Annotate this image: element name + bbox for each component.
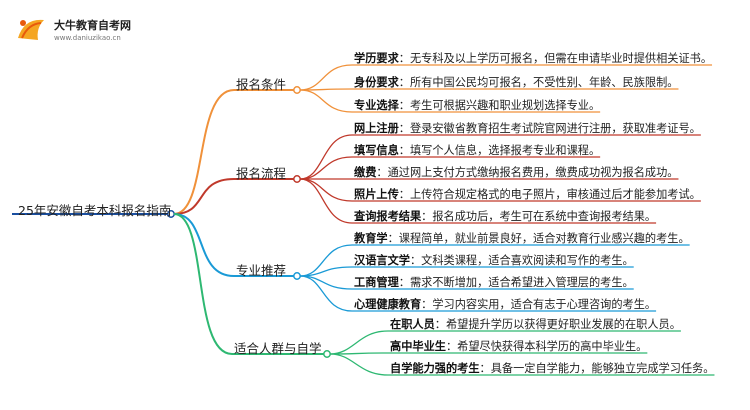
branch-label: 适合人群与自学	[234, 341, 322, 356]
leaf-item: 高中毕业生：希望尽快获得本科学历的高中毕业生。	[390, 338, 647, 354]
leaf-text: ：希望尽快获得本科学历的高中毕业生。	[445, 340, 648, 353]
leaf-item: 自学能力强的考生：具备一定自学能力，能够独立完成学习任务。	[390, 360, 714, 376]
leaf-key: 自学能力强的考生	[390, 362, 480, 375]
leaf-key: 教育学	[354, 232, 388, 245]
leaf-item: 专业选择：考生可根据兴趣和职业规划选择专业。	[354, 97, 600, 113]
leaf-key: 填写信息	[354, 144, 399, 157]
leaf-link-1-1	[299, 156, 353, 180]
leaf-text: ：需求不断增加，适合希望进入管理层的考生。	[398, 276, 634, 289]
leaf-text: ：课程简单，就业前景良好，适合对教育行业感兴趣的考生。	[387, 232, 690, 245]
leaf-link-0-0	[299, 64, 353, 91]
leaf-item: 填写信息：填写个人信息，选择报考专业和课程。	[354, 142, 600, 158]
leaf-text: ：考生可根据兴趣和职业规划选择专业。	[398, 99, 601, 112]
branch-link-1	[173, 178, 235, 215]
branch-label: 报名条件	[236, 77, 287, 92]
leaf-link-1-3	[299, 178, 353, 202]
branch-label: 专业推荐	[236, 263, 287, 278]
leaf-key: 身份要求	[354, 76, 399, 89]
leaf-item: 身份要求：所有中国公民均可报名，不受性别、年龄、民族限制。	[354, 74, 678, 90]
leaf-text: ：所有中国公民均可报名，不受性别、年龄、民族限制。	[398, 76, 679, 89]
leaf-key: 网上注册	[354, 122, 399, 135]
leaf-key: 高中毕业生	[390, 340, 446, 353]
leaf-item: 网上注册：登录安徽省教育招生考试院官网进行注册，获取准考证号。	[354, 120, 701, 136]
leaf-item: 在职人员：希望提升学历以获得更好职业发展的在职人员。	[390, 316, 681, 332]
leaf-item: 教育学：课程简单，就业前景良好，适合对教育行业感兴趣的考生。	[354, 230, 690, 246]
leaf-key: 在职人员	[390, 318, 435, 331]
leaf-text: ：具备一定自学能力，能够独立完成学习任务。	[479, 362, 715, 375]
leaf-item: 缴费：通过网上支付方式缴纳报名费用，缴费成功视为报名成功。	[354, 164, 678, 180]
leaf-key: 学历要求	[354, 52, 399, 65]
leaf-link-0-2	[299, 89, 353, 113]
leaf-item: 照片上传：上传符合规定格式的电子照片，审核通过后才能参加考试。	[354, 186, 701, 202]
leaf-key: 专业选择	[354, 99, 399, 112]
branch-dot-3	[323, 350, 331, 358]
logo-icon	[14, 14, 50, 48]
leaf-text: ：登录安徽省教育招生考试院官网进行注册，获取准考证号。	[398, 122, 701, 135]
branch-dot-1	[293, 175, 301, 183]
branch-dot-0	[293, 86, 301, 94]
leaf-link-3-0	[329, 330, 389, 355]
leaf-key: 照片上传	[354, 188, 399, 201]
leaf-link-2-3	[299, 275, 353, 312]
branch-link-3	[173, 213, 233, 355]
leaf-key: 缴费	[354, 166, 377, 179]
leaf-key: 工商管理	[354, 276, 399, 289]
leaf-key: 汉语言文学	[354, 254, 410, 267]
root-node: 25年安徽自考本科报名指南	[18, 203, 172, 218]
branch-dot-2	[293, 272, 301, 280]
leaf-item: 查询报考结果：报名成功后，考生可在系统中查询报考结果。	[354, 208, 656, 224]
logo-title: 大牛教育自考网	[54, 19, 131, 32]
leaf-item: 学历要求：无专科及以上学历可报名，但需在申请毕业时提供相关证书。	[354, 50, 712, 66]
branch-link-2	[173, 213, 235, 277]
leaf-text: ：填写个人信息，选择报考专业和课程。	[398, 144, 601, 157]
leaf-text: ：学习内容实用，适合有志于心理咨询的考生。	[421, 298, 657, 311]
leaf-text: ：文科类课程，适合喜欢阅读和写作的考生。	[409, 254, 634, 267]
logo-url: www.daniuzikao.cn	[54, 34, 121, 42]
leaf-link-3-2	[329, 353, 389, 376]
leaf-item: 工商管理：需求不断增加，适合希望进入管理层的考生。	[354, 274, 634, 290]
leaf-text: ：报名成功后，考生可在系统中查询报考结果。	[421, 210, 657, 223]
leaf-text: ：上传符合规定格式的电子照片，审核通过后才能参加考试。	[398, 188, 701, 201]
branch-link-0	[173, 89, 235, 215]
leaf-key: 心理健康教育	[354, 298, 422, 311]
leaf-text: ：希望提升学历以获得更好职业发展的在职人员。	[434, 318, 681, 331]
branch-label: 报名流程	[236, 166, 287, 181]
leaf-item: 心理健康教育：学习内容实用，适合有志于心理咨询的考生。	[354, 296, 656, 312]
leaf-text: ：通过网上支付方式缴纳报名费用，缴费成功视为报名成功。	[376, 166, 679, 179]
leaf-link-1-4	[299, 178, 353, 224]
leaf-text: ：无专科及以上学历可报名，但需在申请毕业时提供相关证书。	[398, 52, 713, 65]
leaf-key: 查询报考结果	[354, 210, 422, 223]
leaf-item: 汉语言文学：文科类课程，适合喜欢阅读和写作的考生。	[354, 252, 634, 268]
